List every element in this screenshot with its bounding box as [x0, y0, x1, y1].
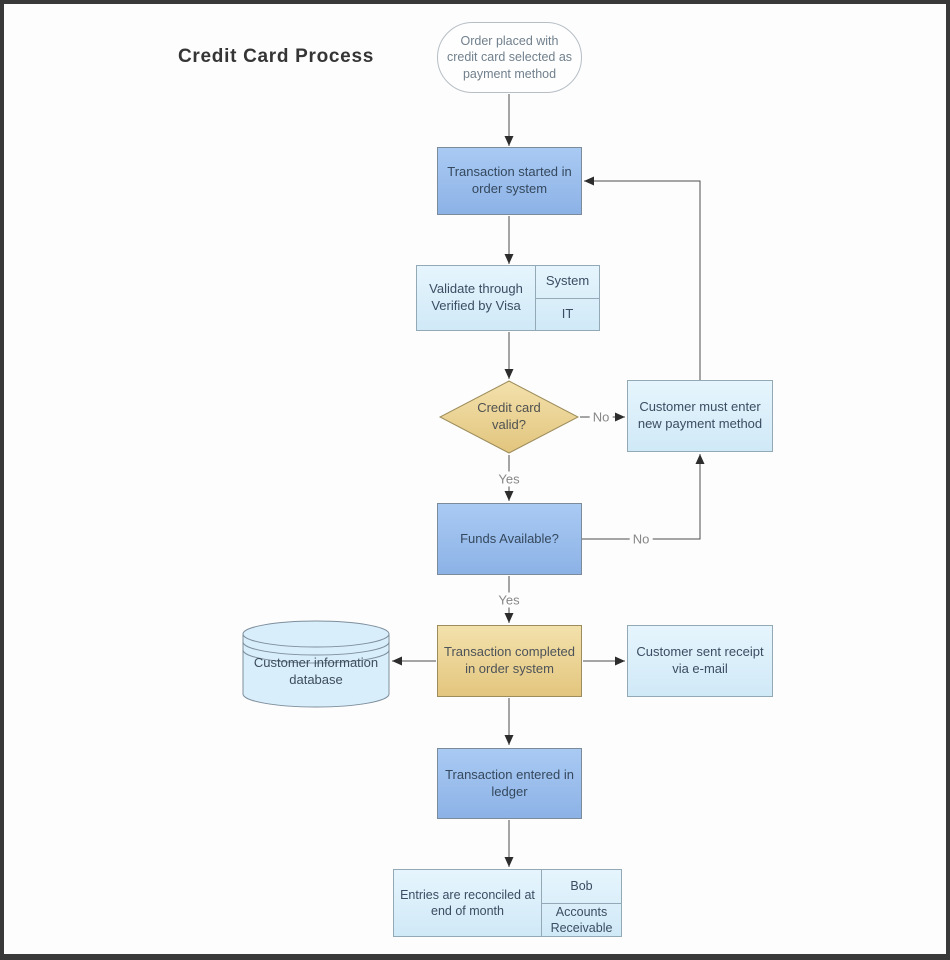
database-cylinder-shape — [242, 620, 390, 708]
node-entries-main: Entries are reconciled at end of month — [394, 870, 541, 936]
edge-label-valid-no: No — [589, 409, 613, 425]
node-customer-receipt: Customer sent receipt via e-mail — [627, 625, 773, 697]
edge-retry-to-started — [584, 176, 701, 380]
node-funds-available: Funds Available? — [437, 503, 582, 575]
node-validate: Validate through Verified by Visa System… — [416, 265, 600, 331]
node-entries-lanes: Bob Accounts Receivable — [541, 870, 621, 936]
node-transaction-ledger: Transaction entered in ledger — [437, 748, 582, 819]
page-title: Credit Card Process — [178, 46, 374, 67]
node-transaction-ledger-label: Transaction entered in ledger — [445, 766, 574, 799]
edge-label-funds-no: No — [629, 531, 653, 547]
edge-label-valid-yes: Yes — [495, 471, 523, 487]
edge-label-funds-yes: Yes — [495, 592, 523, 608]
node-entries-label: Entries are reconciled at end of month — [400, 887, 535, 918]
node-entries-reconciled: Entries are reconciled at end of month B… — [393, 869, 622, 937]
node-funds-available-label: Funds Available? — [460, 530, 559, 546]
node-validate-main: Validate through Verified by Visa — [417, 266, 535, 330]
node-validate-lanes: System IT — [535, 266, 599, 330]
node-customer-new-payment: Customer must enter new payment method — [627, 380, 773, 452]
node-validate-label: Validate through Verified by Visa — [429, 281, 523, 313]
node-transaction-completed: Transaction completed in order system — [437, 625, 582, 697]
node-entries-lane-bob: Bob — [542, 870, 621, 904]
edge-funds-no — [582, 454, 705, 540]
node-validate-lane-it: IT — [561, 305, 574, 321]
node-transaction-started-label: Transaction started in order system — [447, 164, 572, 196]
node-transaction-started: Transaction started in order system — [437, 147, 582, 215]
node-start-label: Order placed with credit card selected a… — [446, 34, 573, 81]
node-start: Order placed with credit card selected a… — [437, 22, 582, 93]
node-validate-lane-system: System — [536, 266, 599, 299]
decision-diamond-shape — [438, 380, 580, 454]
node-transaction-completed-label: Transaction completed in order system — [443, 644, 576, 676]
node-customer-new-payment-label: Customer must enter new payment method — [637, 399, 763, 431]
node-customer-receipt-label: Customer sent receipt via e-mail — [636, 644, 764, 676]
node-entries-lane-accounts: Accounts Receivable — [550, 904, 613, 935]
